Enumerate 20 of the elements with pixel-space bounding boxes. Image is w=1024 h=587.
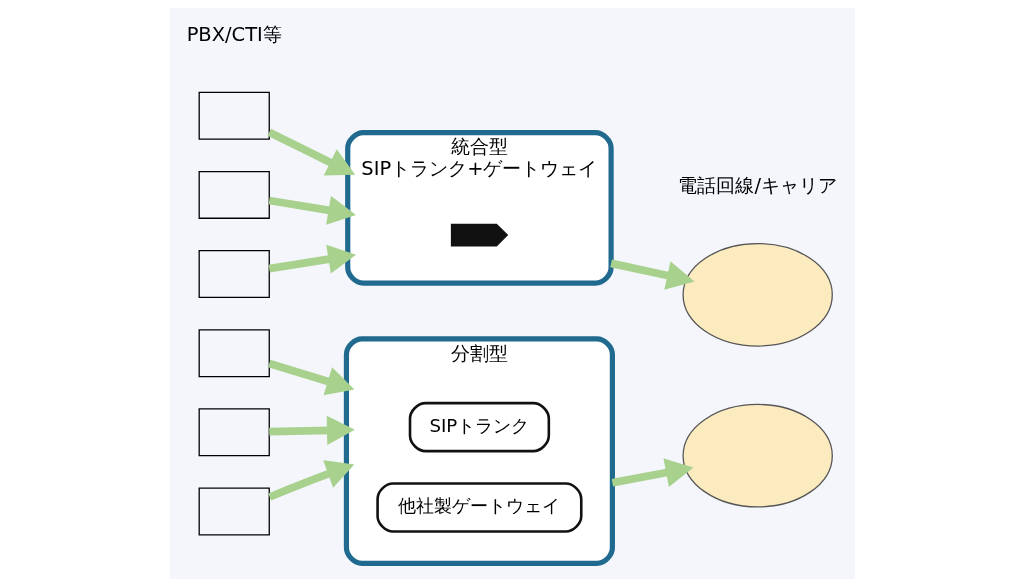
node-box bbox=[198, 408, 270, 457]
arrow bbox=[267, 128, 355, 176]
node-box bbox=[198, 487, 270, 536]
node-box: SIPトランク bbox=[408, 401, 550, 453]
arrow bbox=[268, 415, 355, 445]
label: PBX/CTI等 bbox=[186, 23, 282, 47]
arrow bbox=[267, 359, 354, 396]
node-cloud bbox=[681, 403, 833, 508]
node-cloud bbox=[681, 242, 833, 347]
node-box: 他社製ゲートウェイ bbox=[375, 482, 583, 533]
cluster: 統合型 SIPトランク+ゲートウェイ bbox=[344, 130, 614, 286]
node-box bbox=[198, 250, 270, 299]
arrow bbox=[609, 259, 695, 290]
arrow bbox=[611, 458, 693, 487]
node-box bbox=[198, 91, 270, 140]
node-box bbox=[450, 223, 508, 247]
node-box bbox=[198, 329, 270, 378]
node-box bbox=[198, 170, 270, 219]
label: 電話回線/キャリア bbox=[677, 173, 837, 197]
arrow bbox=[267, 460, 354, 501]
